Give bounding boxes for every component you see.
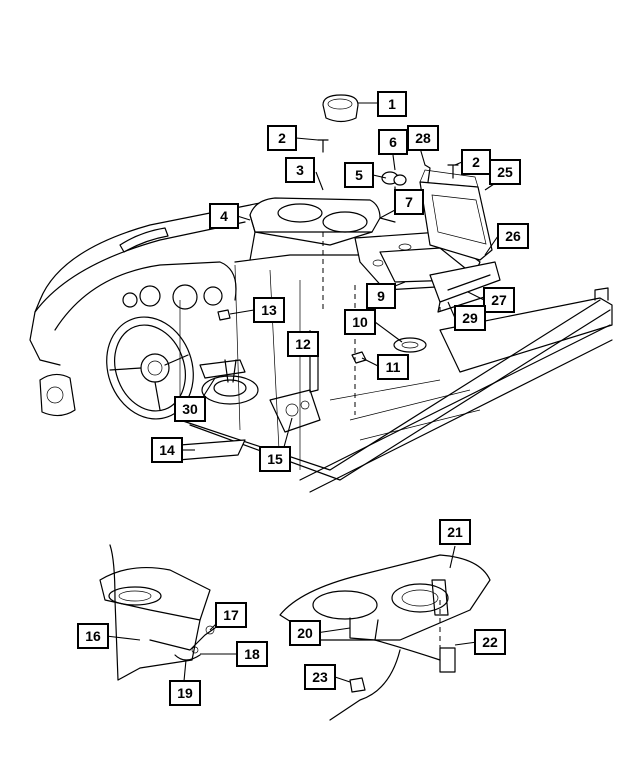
callout-10: 10 [344, 309, 376, 335]
lower-right-detail-drawing [279, 554, 491, 721]
callout-2b: 2 [461, 149, 491, 175]
svg-text:30: 30 [182, 401, 198, 417]
svg-text:7: 7 [405, 194, 413, 210]
svg-text:22: 22 [482, 634, 498, 650]
main-assembly-drawing [29, 94, 613, 493]
callout-25: 25 [489, 159, 521, 185]
callout-14: 14 [151, 437, 183, 463]
svg-text:26: 26 [505, 228, 521, 244]
svg-text:4: 4 [220, 208, 228, 224]
svg-text:9: 9 [377, 288, 385, 304]
svg-text:27: 27 [491, 292, 507, 308]
svg-text:2: 2 [472, 154, 480, 170]
callout-9: 9 [366, 283, 396, 309]
callout-18: 18 [236, 641, 268, 667]
callout-30: 30 [174, 396, 206, 422]
svg-text:10: 10 [352, 314, 368, 330]
callout-16: 16 [77, 623, 109, 649]
callout-7: 7 [394, 189, 424, 215]
svg-text:28: 28 [415, 130, 431, 146]
callout-17: 17 [215, 602, 247, 628]
svg-text:12: 12 [295, 336, 311, 352]
callout-12: 12 [287, 331, 319, 357]
callout-19: 19 [169, 680, 201, 706]
callout-6: 6 [378, 129, 408, 155]
svg-text:29: 29 [462, 310, 478, 326]
callout-27: 27 [483, 287, 515, 313]
lower-left-detail-drawing [99, 544, 216, 681]
callout-26: 26 [497, 223, 529, 249]
callout-21: 21 [439, 519, 471, 545]
svg-text:5: 5 [355, 167, 363, 183]
svg-text:11: 11 [386, 359, 401, 375]
callout-5: 5 [344, 162, 374, 188]
svg-text:23: 23 [312, 669, 328, 685]
svg-text:25: 25 [497, 164, 513, 180]
svg-text:21: 21 [447, 524, 463, 540]
callout-28: 28 [407, 125, 439, 151]
svg-text:16: 16 [85, 628, 101, 644]
svg-text:14: 14 [159, 442, 175, 458]
callout-4: 4 [209, 203, 239, 229]
svg-text:20: 20 [297, 625, 313, 641]
svg-text:2: 2 [278, 130, 286, 146]
callout-29: 29 [454, 305, 486, 331]
callout-2a: 2 [267, 125, 297, 151]
callout-1: 1 [377, 91, 407, 117]
callout-22: 22 [474, 629, 506, 655]
svg-text:19: 19 [177, 685, 193, 701]
callout-23: 23 [304, 664, 336, 690]
callout-20: 20 [289, 620, 321, 646]
svg-text:15: 15 [267, 451, 283, 467]
callout-15: 15 [259, 446, 291, 472]
callout-11: 11 [377, 354, 409, 380]
svg-text:18: 18 [244, 646, 260, 662]
svg-text:6: 6 [389, 134, 397, 150]
svg-text:17: 17 [223, 607, 239, 623]
callout-13: 13 [253, 297, 285, 323]
svg-text:13: 13 [261, 302, 277, 318]
svg-text:3: 3 [296, 162, 304, 178]
callout-3: 3 [285, 157, 315, 183]
svg-text:1: 1 [388, 96, 396, 112]
